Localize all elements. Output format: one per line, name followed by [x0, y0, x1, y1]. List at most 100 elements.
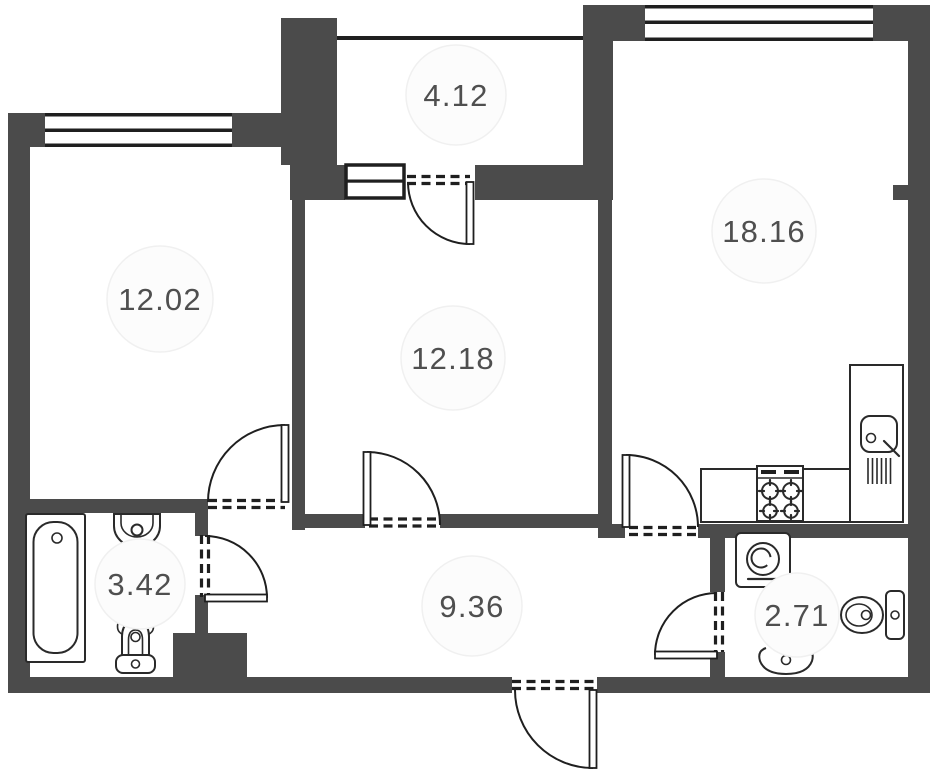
door-leaf — [654, 650, 718, 660]
kitchen-counter-right — [849, 364, 904, 523]
label-halo — [421, 555, 523, 657]
toilet-tank — [885, 590, 905, 640]
wc-toilet-icon — [840, 590, 905, 640]
door-entrance — [512, 679, 598, 769]
label-halo — [94, 538, 186, 630]
wall-segment — [710, 538, 725, 592]
wall-segment — [292, 165, 305, 530]
label-halo — [106, 245, 214, 353]
label-halo — [400, 305, 506, 411]
door-arc — [625, 454, 699, 528]
wall-segment — [303, 514, 365, 528]
room-labels: 4.12 18.16 12.02 12.18 3.42 9.36 2.71 — [94, 44, 840, 658]
bathroom-toilet-icon — [115, 619, 156, 674]
window-line — [45, 113, 232, 117]
door-bathroom — [199, 535, 268, 603]
stove-burner — [757, 478, 783, 504]
wall-segment — [598, 200, 612, 538]
door-arc — [407, 181, 471, 245]
washer-drum-notch — [766, 557, 776, 567]
bathtub-icon — [25, 513, 86, 663]
stove-control — [761, 470, 776, 474]
wall-segment — [893, 185, 908, 200]
room-area-balcony: 4.12 — [423, 78, 488, 113]
wall-segment — [195, 595, 208, 635]
bathroom-sink-icon — [113, 513, 161, 548]
toilet-tank — [115, 654, 156, 674]
door-arc — [204, 535, 268, 599]
wall-segment — [597, 677, 930, 693]
door-leaf — [621, 454, 631, 528]
wall-segment — [8, 499, 208, 513]
sink-bowl — [758, 647, 814, 676]
stove-control — [784, 470, 799, 474]
window-line — [645, 37, 873, 41]
sink-faucet — [882, 439, 901, 458]
door-leaf — [362, 451, 372, 526]
door-bedroom-left — [207, 424, 290, 510]
window-line — [45, 143, 232, 147]
room-area-bathroom: 3.42 — [107, 567, 172, 602]
door-leaf — [465, 181, 475, 245]
bathtub-drain — [51, 532, 63, 544]
stove-burner — [779, 499, 801, 521]
washing-machine-icon — [735, 532, 791, 588]
sink-basin — [860, 415, 898, 453]
washer-body — [735, 532, 791, 588]
stove-burner — [758, 499, 780, 521]
room-area-wc: 2.71 — [764, 598, 829, 633]
toilet-drain — [860, 609, 872, 621]
window-balcony — [344, 163, 406, 200]
wall-segment — [173, 633, 247, 678]
toilet-bowl-inner — [845, 603, 873, 627]
door-leaf — [204, 593, 268, 603]
kitchen-stove-icon — [756, 465, 804, 522]
label-halo — [405, 44, 507, 146]
door-balcony — [407, 174, 475, 245]
washer-door — [746, 542, 780, 576]
kitchen-sink-icon — [860, 415, 901, 484]
label-halo — [754, 572, 840, 658]
sink-drain — [130, 523, 144, 537]
stove-burner — [778, 478, 804, 504]
door-living-room — [621, 454, 699, 537]
toilet-button — [130, 659, 141, 669]
wall-segment — [195, 513, 208, 536]
toilet-flare-left — [116, 622, 123, 635]
door-wc — [654, 592, 725, 660]
sink-drainboard — [867, 458, 892, 484]
window-top-left — [45, 113, 232, 147]
window-top-right — [645, 5, 873, 41]
door-arc — [207, 424, 286, 503]
toilet-button — [890, 610, 900, 620]
window-line — [346, 179, 404, 183]
bathtub-inner — [32, 521, 79, 654]
wall-segment — [8, 677, 512, 693]
balcony-glazing-line — [337, 36, 583, 40]
window-line — [45, 128, 232, 132]
wall-segment — [440, 514, 600, 528]
wall-segment — [698, 524, 908, 538]
room-area-hallway: 9.36 — [439, 589, 504, 624]
toilet-bowl-inner — [127, 629, 144, 655]
door-bedroom-mid — [362, 451, 441, 528]
window-line — [645, 20, 873, 24]
room-area-bedroom-mid: 12.18 — [411, 341, 495, 376]
wall-segment — [281, 18, 337, 165]
door-leaf — [588, 689, 598, 769]
wall-segment — [8, 113, 30, 693]
bathtub-outer — [25, 513, 86, 663]
room-area-living-room: 18.16 — [722, 214, 806, 249]
sink-drain — [865, 432, 877, 444]
label-halo — [711, 178, 817, 284]
wall-segment — [475, 165, 583, 200]
toilet-drain — [130, 631, 141, 643]
wall-segment — [908, 5, 930, 693]
door-leaf — [280, 424, 290, 503]
door-arc — [514, 689, 594, 769]
sink-inner — [120, 514, 154, 538]
door-arc — [366, 451, 441, 526]
door-arc — [654, 592, 718, 656]
